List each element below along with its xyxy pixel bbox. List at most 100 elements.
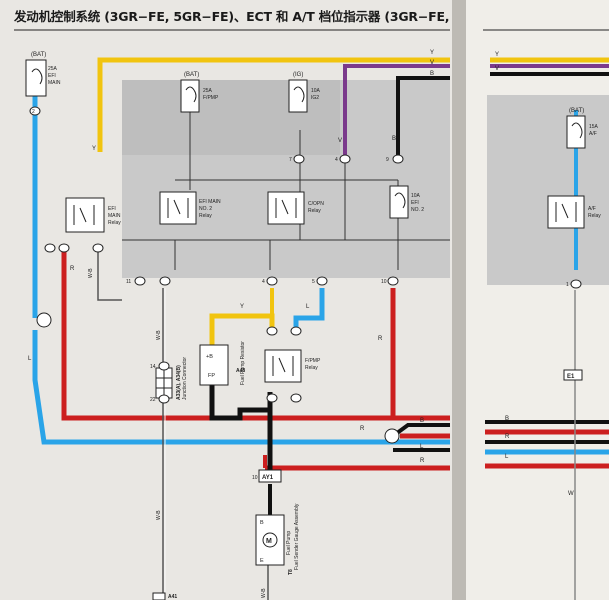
junction-codes: A33(A), A34(B): [176, 365, 182, 400]
fuel-pump-motor-icon: M: [266, 538, 272, 545]
relay-af-l2: Relay: [588, 213, 601, 219]
label-r-bottom: R: [420, 458, 425, 464]
label-y-right: Y: [495, 52, 499, 58]
fuse-fpmp-name: F/PMP: [203, 95, 219, 101]
label-v-right: V: [495, 66, 499, 72]
label-wb-1: W-B: [88, 268, 94, 278]
fuse-efi-main-rating: 25A: [48, 66, 58, 72]
right-page: [458, 0, 609, 600]
wire-b-resistor: [209, 380, 270, 421]
label-b-vert: B: [392, 136, 396, 142]
pin-c7: 7: [289, 157, 292, 163]
relay-af: A/F Relay: [547, 195, 601, 229]
sender-pin-e: E: [260, 558, 264, 564]
relay-efi-main-l2: MAIN: [108, 213, 121, 219]
wire-label-y: Y: [430, 50, 434, 56]
relay-efi-main-l3: Relay: [108, 220, 121, 226]
label-v-vert: V: [338, 138, 342, 144]
sender-sub: Fuel Pump: [286, 531, 292, 555]
relay-fpmp-l1: F/PMP: [305, 358, 321, 364]
sender-code: T8: [288, 569, 294, 575]
fuse-box-area-right: [487, 95, 609, 285]
resistor-name: Fuel Pump Resistor: [240, 341, 246, 385]
connector-e1: [563, 369, 583, 381]
connector-a41: [152, 592, 166, 600]
wire-label-b: B: [430, 71, 434, 77]
relay-no2-l2: NO. 2: [199, 206, 212, 212]
internal-wiring: [122, 155, 450, 270]
splice-left: [36, 312, 52, 328]
relay-efi-main-no2: EFI MAIN NO. 2 Relay: [159, 191, 221, 225]
page-title: 发动机控制系统 (3GR−FE, 5GR−FE)、ECT 和 A/T 档位指示器…: [14, 9, 514, 24]
wire-y-top: [97, 57, 450, 152]
pin-c2: 2: [32, 109, 35, 115]
sender-name: Fuel Sender Gauge Assembly: [294, 503, 300, 570]
wire-label-v: V: [430, 60, 434, 66]
pin-c11: 11: [126, 279, 131, 285]
fuse-efi-main-line2: EFI: [48, 73, 56, 79]
relay-fpmp-l2: Relay: [305, 365, 318, 371]
resistor-pin-fp: FP: [208, 373, 215, 379]
fuse-ig2-rating: 10A: [311, 88, 321, 94]
connector-e1-label: E1: [567, 374, 575, 380]
pin-c22: 22: [150, 397, 156, 403]
fuse-ig2: (IG) 10A IG2: [288, 72, 321, 113]
relay-copn-l2: Relay: [308, 208, 321, 214]
label-b-branch: B: [420, 418, 424, 424]
relay-copn-l1: C/OPN: [308, 201, 324, 207]
label-y-resistor: Y: [240, 304, 244, 310]
label-r-left: R: [70, 266, 75, 272]
fuel-pump-resistor: +B FP A48 Fuel Pump Resistor: [199, 341, 246, 386]
fuse-efi-no2: 10A EFI NO. 2: [389, 185, 424, 219]
label-y-vert: Y: [92, 146, 96, 152]
label-b-right: B: [505, 416, 509, 422]
wire-l-relay: [293, 288, 325, 330]
bat-label-left: (BAT): [31, 52, 46, 58]
fuse-efi-main: (BAT) 25A EFI MAIN: [25, 52, 61, 97]
relay-copn: C/OPN Relay: [267, 191, 324, 225]
label-r-main: R: [360, 426, 365, 432]
pin-c10b: 10: [252, 475, 258, 481]
fuse-af-name: A/F: [589, 131, 597, 137]
fuse-efi-no2-rating: 10A: [411, 193, 421, 199]
wire-r-main: [61, 252, 450, 421]
label-l-left: L: [28, 356, 32, 362]
fuse-efi-no2-line2: EFI: [411, 200, 419, 206]
bat-label-right: (BAT): [569, 108, 584, 114]
pin-c5: 5: [312, 279, 315, 285]
fuse-efi-no2-line3: NO. 2: [411, 207, 424, 213]
fuse-af-rating: 15A: [589, 124, 599, 130]
relay-efi-main-l1: EFI: [108, 206, 116, 212]
junction-connector: A33(A), A34(B) Junction Connector: [155, 357, 188, 400]
wire-wb-1: [97, 252, 122, 301]
connector-ay1-label: AY1: [262, 475, 274, 481]
fuse-ig2-name: IG2: [311, 95, 319, 101]
connector-ay1: [258, 469, 282, 483]
fuel-sender-assembly: M B E Fuel Pump T8 Fuel Sender Gauge Ass…: [255, 503, 300, 575]
label-wb-2: W-B: [156, 330, 162, 340]
pin-c14: 14: [150, 364, 156, 370]
relay-af-l1: A/F: [588, 206, 596, 212]
splice-right: [384, 428, 400, 444]
fuse-efi-main-line3: MAIN: [48, 80, 61, 86]
ig-label: (IG): [293, 72, 303, 78]
pin-c4: 4: [335, 157, 338, 163]
label-l-right: L: [505, 454, 509, 460]
relay-fpmp: F/PMP Relay: [264, 349, 321, 383]
fuse-af: (BAT) 15A A/F: [566, 108, 599, 149]
label-wb-4: W-B: [261, 588, 267, 598]
label-l-relay: L: [306, 304, 310, 310]
connector-a41-label: A41: [168, 594, 177, 600]
label-l-bottom: L: [420, 444, 424, 450]
relay-no2-l1: EFI MAIN: [199, 199, 221, 205]
junction-name: Junction Connector: [182, 357, 188, 400]
wire-y-resistor: [209, 313, 275, 360]
label-r-vert: R: [378, 336, 383, 342]
relay-no2-l3: Relay: [199, 213, 212, 219]
sender-pin-b: B: [260, 520, 264, 526]
pin-c10: 10: [381, 279, 387, 285]
connector-pins: 2 7 4 9 11 4 5 10 1 14: [29, 106, 582, 481]
label-w-right: W: [568, 491, 574, 497]
label-r-right: R: [505, 434, 510, 440]
